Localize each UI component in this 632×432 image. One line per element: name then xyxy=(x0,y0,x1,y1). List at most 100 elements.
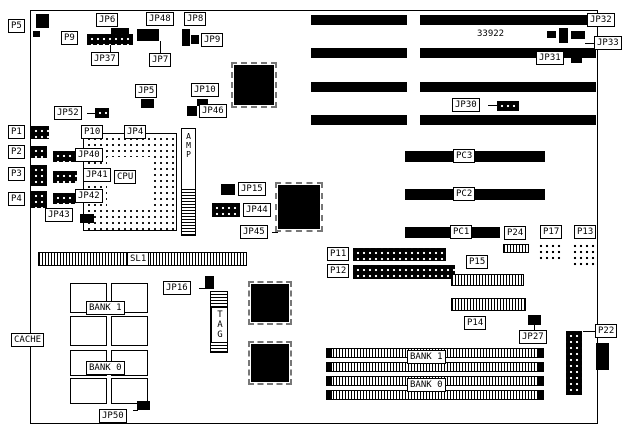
board-part-number: 33922 xyxy=(477,29,505,39)
label-jp32: JP32 xyxy=(587,13,615,27)
label-jp10: JP10 xyxy=(191,83,219,97)
jp41-pin-block xyxy=(53,171,77,183)
label-jp43: JP43 xyxy=(45,208,73,222)
jp52-leader-line xyxy=(87,113,95,114)
jp32-jumper xyxy=(559,28,568,43)
label-jp4: JP4 xyxy=(124,125,147,139)
amp-pin-stripes xyxy=(182,189,195,235)
jp7-leader-line xyxy=(160,41,161,53)
jp16-leader-line xyxy=(199,288,205,289)
label-jp44: JP44 xyxy=(243,203,271,217)
label-jp15: JP15 xyxy=(238,182,266,196)
cache-chip xyxy=(70,378,107,404)
isa-slot-1-right xyxy=(420,15,596,25)
label-jp31: JP31 xyxy=(536,51,564,65)
label-jp42: JP42 xyxy=(75,189,103,203)
label-p1: P1 xyxy=(8,125,25,139)
jp27-jumper xyxy=(528,315,541,325)
jp44-pin-block xyxy=(212,203,240,217)
p1-connector xyxy=(31,126,49,139)
p24-connector xyxy=(503,244,529,253)
label-p10: P10 xyxy=(81,125,104,139)
jp6-jumper xyxy=(111,28,129,35)
label-p12: P12 xyxy=(327,264,350,278)
jp30-pin-block xyxy=(497,101,519,111)
jp43-pin-block xyxy=(80,214,94,223)
p15-connector xyxy=(451,274,524,286)
cache-chip xyxy=(111,316,148,346)
isa-slot-2-left xyxy=(311,48,407,58)
jp48-jumper xyxy=(137,29,159,41)
label-cache: CACHE xyxy=(11,333,45,347)
amp-component: AMP xyxy=(181,128,196,236)
label-jp50: JP50 xyxy=(99,409,127,423)
label-p15: P15 xyxy=(466,255,489,269)
label-p2: P2 xyxy=(8,145,25,159)
label-p14: P14 xyxy=(464,316,487,330)
p17-pin-grid xyxy=(537,242,561,262)
label-p13: P13 xyxy=(574,225,597,239)
label-p5: P5 xyxy=(8,19,25,33)
jp15-jumper xyxy=(221,184,235,195)
label-cache-bank1: BANK 1 xyxy=(86,301,125,315)
label-pc1: PC1 xyxy=(450,225,473,239)
jp10-jumper xyxy=(197,99,208,106)
p9-connector xyxy=(87,34,133,45)
jp33-leader-line xyxy=(585,43,594,44)
edge-port xyxy=(596,343,609,370)
isa-slot-4-left xyxy=(311,115,407,125)
label-sl1: SL1 xyxy=(127,252,150,266)
label-p9: P9 xyxy=(61,31,78,45)
label-p4: P4 xyxy=(8,192,25,206)
jp9-jumper xyxy=(191,35,199,44)
p3-connector xyxy=(31,165,47,186)
label-p11: P11 xyxy=(327,247,350,261)
qfp-chip-top xyxy=(231,62,277,108)
cache-chip xyxy=(70,316,107,346)
jp50-leader-line xyxy=(133,410,138,411)
label-jp40: JP40 xyxy=(75,148,103,162)
label-jp5: JP5 xyxy=(135,84,158,98)
jp52-jumper xyxy=(95,108,109,118)
jp31-jumper xyxy=(571,53,582,63)
label-simm-bank1: BANK 1 xyxy=(407,350,446,364)
label-jp30: JP30 xyxy=(452,98,480,112)
p2-connector xyxy=(31,146,47,158)
jp8-jumper xyxy=(182,29,190,46)
label-jp48: JP48 xyxy=(146,12,174,26)
board-outline xyxy=(30,10,598,424)
cache-chip xyxy=(111,378,148,404)
jp50-jumper xyxy=(137,401,150,410)
label-jp7: JP7 xyxy=(149,53,172,67)
small-jumper-block xyxy=(547,31,556,38)
p11-connector xyxy=(353,248,446,261)
jp37-leader-line xyxy=(110,45,111,52)
label-jp41: JP41 xyxy=(83,168,111,182)
label-jp45: JP45 xyxy=(240,225,268,239)
p22-leader-line xyxy=(583,331,595,332)
label-jp46: JP46 xyxy=(199,104,227,118)
label-cache-bank0: BANK 0 xyxy=(86,361,125,375)
qfp-chip-lower-1 xyxy=(248,281,292,325)
p12-connector xyxy=(353,265,455,279)
jp45-leader-line xyxy=(272,232,278,233)
label-jp6: JP6 xyxy=(96,13,119,27)
jp33-jumper xyxy=(571,31,585,39)
label-jp27: JP27 xyxy=(519,330,547,344)
label-jp16: JP16 xyxy=(163,281,191,295)
jp32-leader-line xyxy=(582,21,587,22)
label-pc2: PC2 xyxy=(453,187,476,201)
jp5-jumper xyxy=(141,99,154,108)
isa-slot-2-right xyxy=(420,48,596,58)
amp-label: AMP xyxy=(184,132,193,159)
jp30-leader-line xyxy=(488,105,497,106)
label-cpu: CPU xyxy=(114,170,137,184)
label-tag: TAG xyxy=(211,307,228,343)
label-pc3: PC3 xyxy=(453,149,476,163)
jp40-pin-block xyxy=(53,151,77,162)
qfp-chip-middle xyxy=(275,182,323,232)
isa-slot-4-right xyxy=(420,115,596,125)
qfp-chip-lower-2 xyxy=(248,341,292,385)
label-jp9: JP9 xyxy=(201,33,224,47)
